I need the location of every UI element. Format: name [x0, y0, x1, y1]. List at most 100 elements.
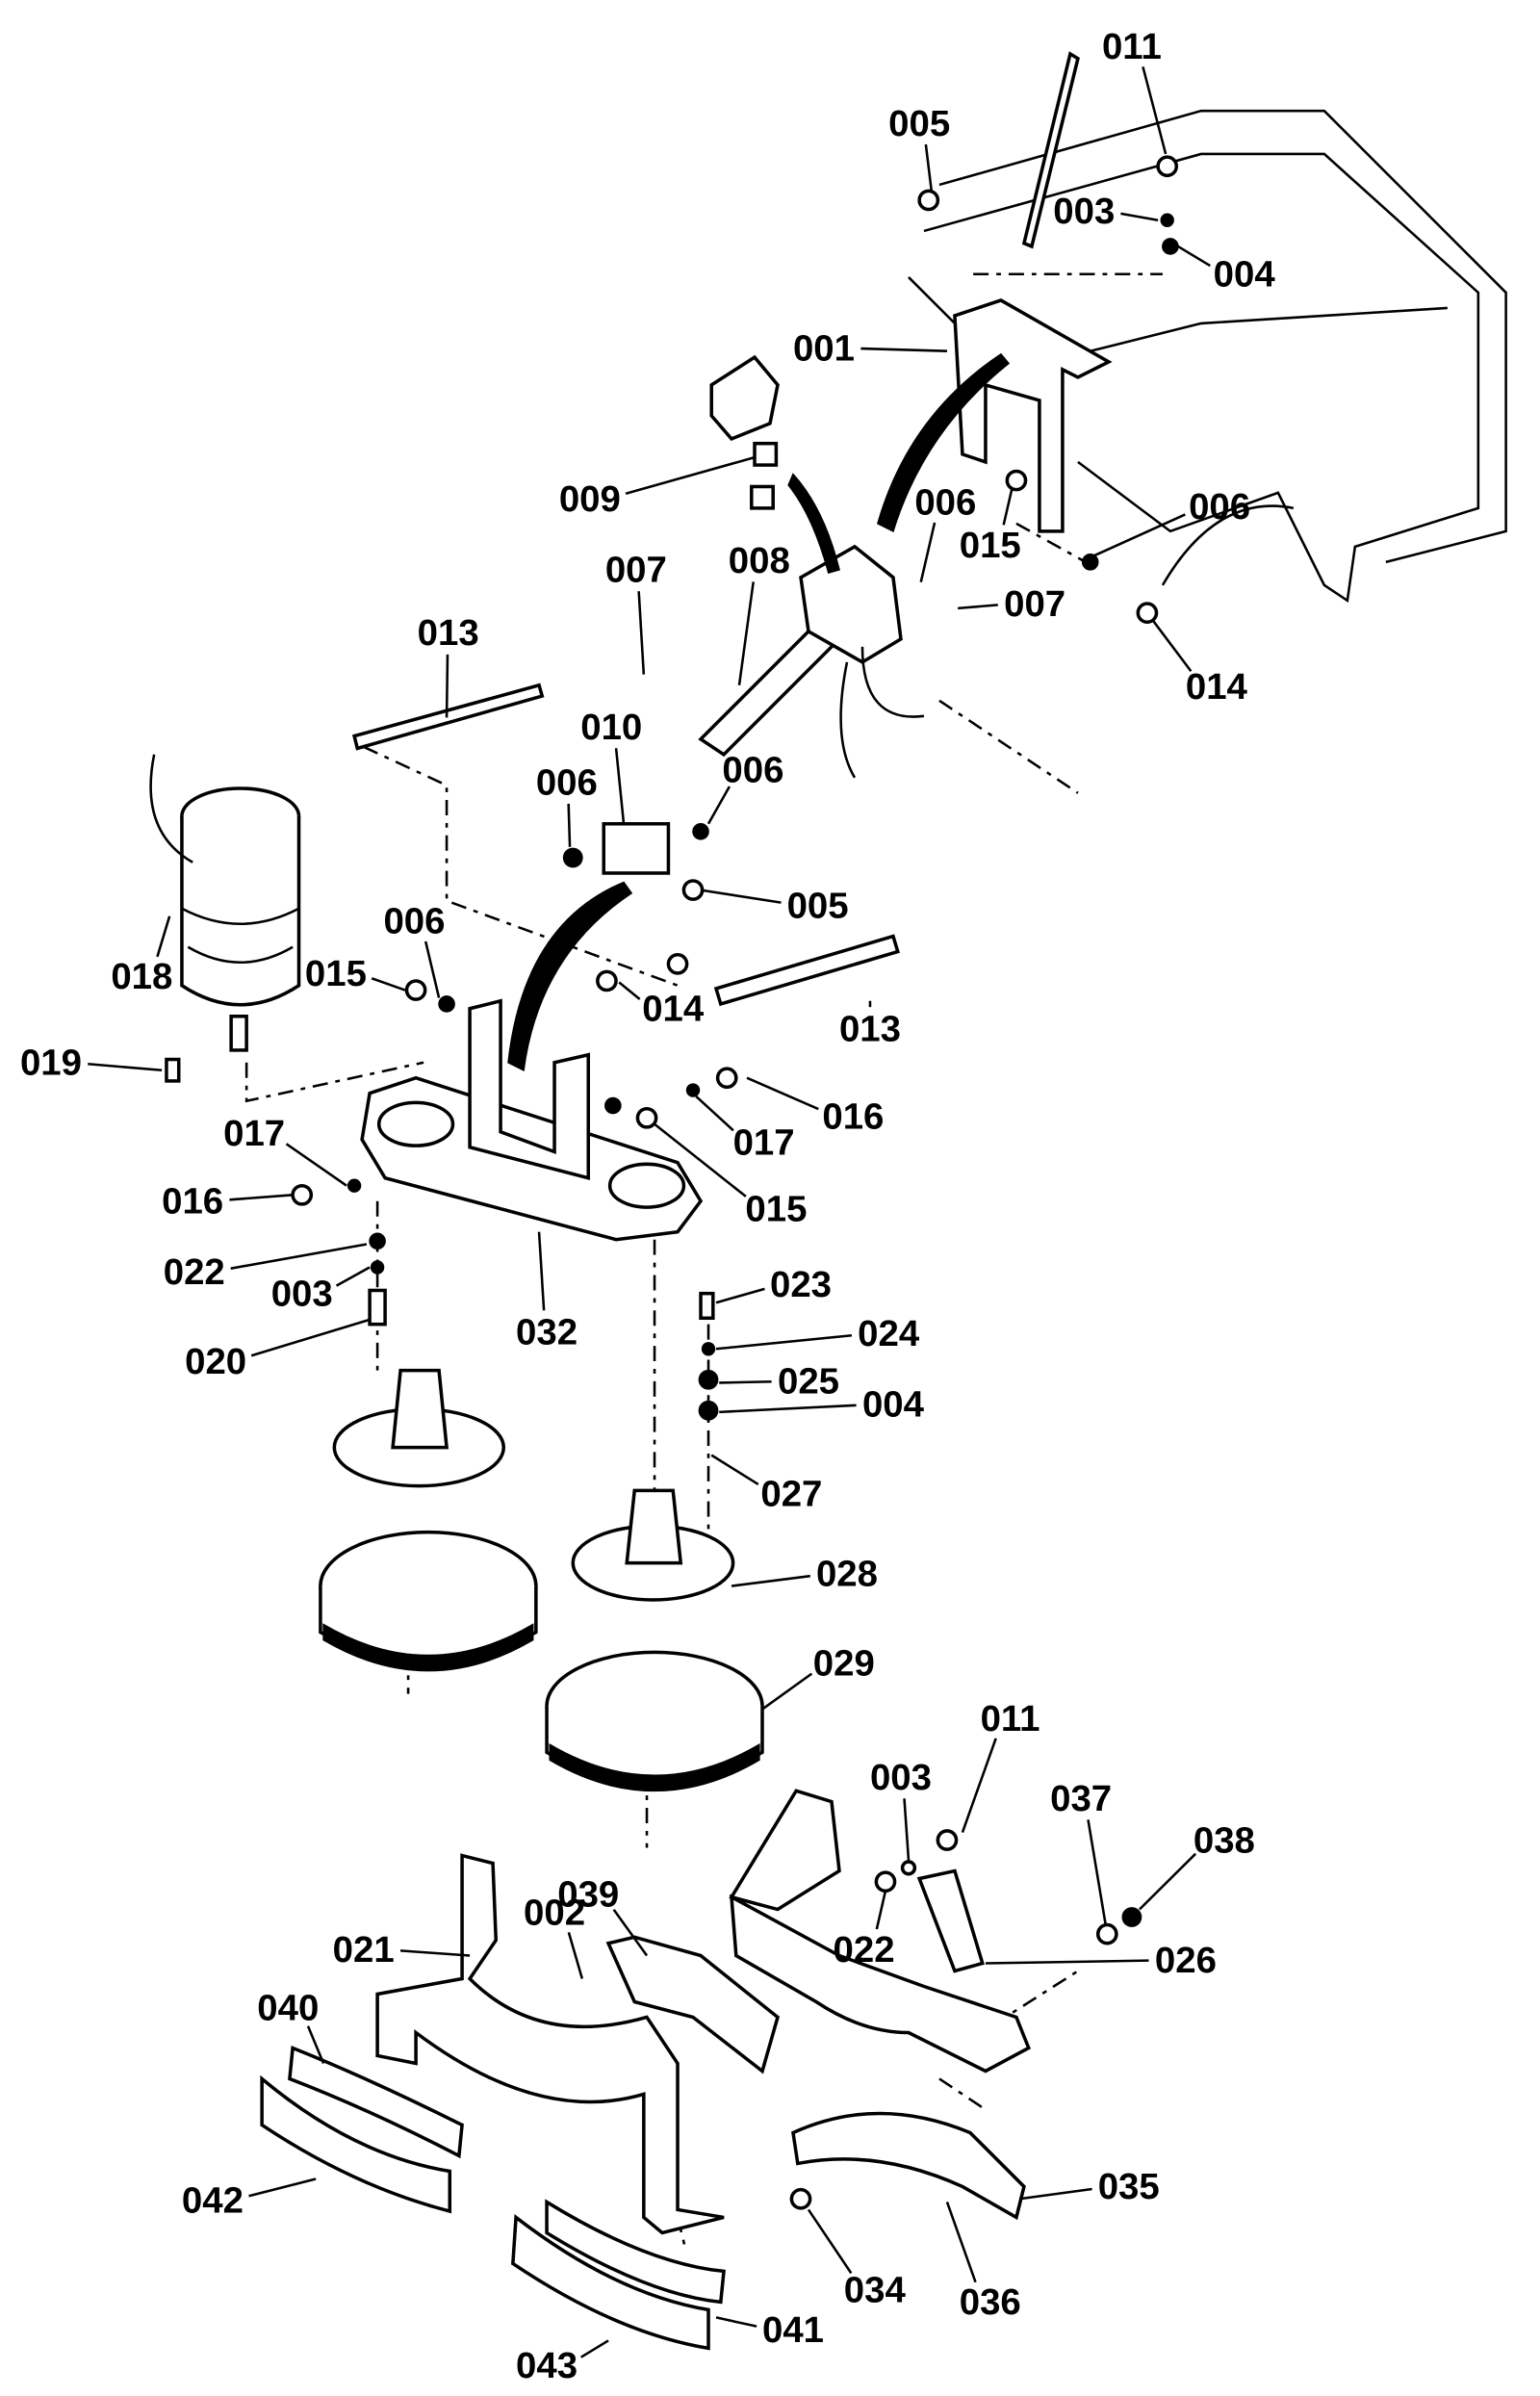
part-number-label: 039 [557, 1873, 619, 1915]
leader-line [700, 889, 782, 904]
part-number-label: 014 [642, 989, 705, 1030]
part-number-label: 022 [834, 1929, 895, 1971]
leader-line [625, 455, 756, 496]
leader-line [719, 1404, 857, 1414]
rod-013-lower [713, 934, 900, 1007]
part-number-label: 008 [729, 540, 790, 581]
leader-line [1177, 245, 1211, 268]
mounting-plate-032 [360, 998, 704, 1242]
part-number-label: 003 [1053, 191, 1115, 232]
leader-line [807, 2208, 853, 2275]
brush-assembly-left [319, 1368, 538, 1672]
leader-line [1090, 513, 1186, 559]
leader-line [612, 1909, 649, 1957]
part-number-label: 037 [1050, 1778, 1112, 1819]
part-number-label: 009 [559, 478, 621, 520]
motion-arrow [787, 473, 840, 575]
part-number-label: 017 [223, 1113, 285, 1154]
part-number-label: 041 [762, 2309, 824, 2351]
leader-line [371, 977, 406, 992]
gas-spring [1021, 51, 1080, 249]
part-number-label: 016 [822, 1096, 884, 1138]
part-number-label: 014 [1186, 666, 1248, 708]
leader-line [156, 915, 171, 958]
cover [709, 354, 780, 441]
leader-line [306, 2025, 325, 2064]
hardware [165, 155, 1179, 2210]
leader-line [715, 1287, 765, 1304]
leader-line [761, 1672, 813, 1711]
part-number-label: 010 [580, 707, 642, 748]
part-number-label: 024 [858, 1313, 920, 1354]
leader-line [737, 581, 755, 686]
part-number-label: 028 [816, 1554, 878, 1595]
leader-line [229, 1194, 294, 1201]
leader-line [1139, 1852, 1197, 1911]
part-number-label: 011 [1102, 26, 1162, 67]
leader-line [335, 1266, 371, 1287]
motion-arrow [507, 881, 633, 1071]
bracket-001 [953, 298, 1113, 533]
part-number-label: 011 [981, 1698, 1040, 1739]
leader-line [250, 1318, 371, 1357]
part-number-label: 013 [839, 1008, 901, 1049]
connector-009a [753, 441, 779, 467]
leader-line [746, 1076, 819, 1111]
part-number-label: 006 [536, 761, 598, 803]
leader-line [715, 2316, 757, 2328]
part-number-label: 003 [870, 1757, 932, 1798]
part-number-label: 029 [813, 1642, 875, 1684]
motion-arrow [877, 352, 1011, 533]
part-number-label: 001 [793, 327, 855, 369]
part-number-label: 004 [862, 1384, 925, 1426]
leader-line [715, 1333, 853, 1351]
part-number-label: 015 [305, 953, 367, 994]
part-number-label: 020 [185, 1341, 246, 1382]
leader-line [695, 1095, 734, 1132]
leader-line [88, 1063, 163, 1072]
part-number-label: 036 [960, 2281, 1021, 2323]
part-number-label: 038 [1194, 1819, 1255, 1861]
leader-line [860, 347, 947, 352]
part-number-label: 018 [111, 956, 172, 997]
leader-line [1120, 212, 1159, 222]
connector-009b [750, 484, 775, 510]
leader-line [961, 1738, 997, 1833]
leader-line [958, 604, 998, 610]
part-number-label: 035 [1098, 2166, 1160, 2207]
leader-line [618, 981, 641, 1000]
leader-line [424, 940, 441, 998]
leader-line [903, 1798, 911, 1861]
part-number-label: 007 [605, 550, 667, 591]
actuator-motor [799, 544, 903, 664]
clamp-010 [602, 822, 671, 875]
leader-line [637, 591, 646, 675]
part-number-label: 027 [760, 1473, 822, 1514]
brush-assembly-right [545, 1488, 764, 1792]
part-number-label: 043 [516, 2345, 578, 2386]
leader-line [919, 522, 937, 582]
leader-line [985, 1959, 1149, 1965]
part-number-label: 019 [20, 1043, 82, 1084]
part-number-label: 026 [1155, 1940, 1217, 1981]
part-number-label: 015 [745, 1188, 807, 1229]
leader-line [710, 1454, 759, 1486]
motor-018 [149, 754, 301, 1052]
leader-line [1087, 1819, 1107, 1925]
leader-line [706, 786, 732, 825]
leader-line [567, 1932, 584, 1979]
part-number-label: 006 [722, 750, 783, 791]
leader-line [1002, 489, 1014, 526]
part-number-label: 006 [914, 481, 976, 523]
part-number-label: 016 [162, 1180, 223, 1222]
part-number-label: 021 [333, 1929, 395, 1971]
part-number-label: 003 [271, 1273, 333, 1314]
part-number-label: 007 [1004, 583, 1065, 625]
leader-line [924, 143, 934, 193]
part-number-label: 013 [418, 612, 479, 654]
leader-line [1150, 618, 1193, 672]
part-number-label: 005 [787, 885, 849, 926]
leader-line [399, 1949, 471, 1957]
